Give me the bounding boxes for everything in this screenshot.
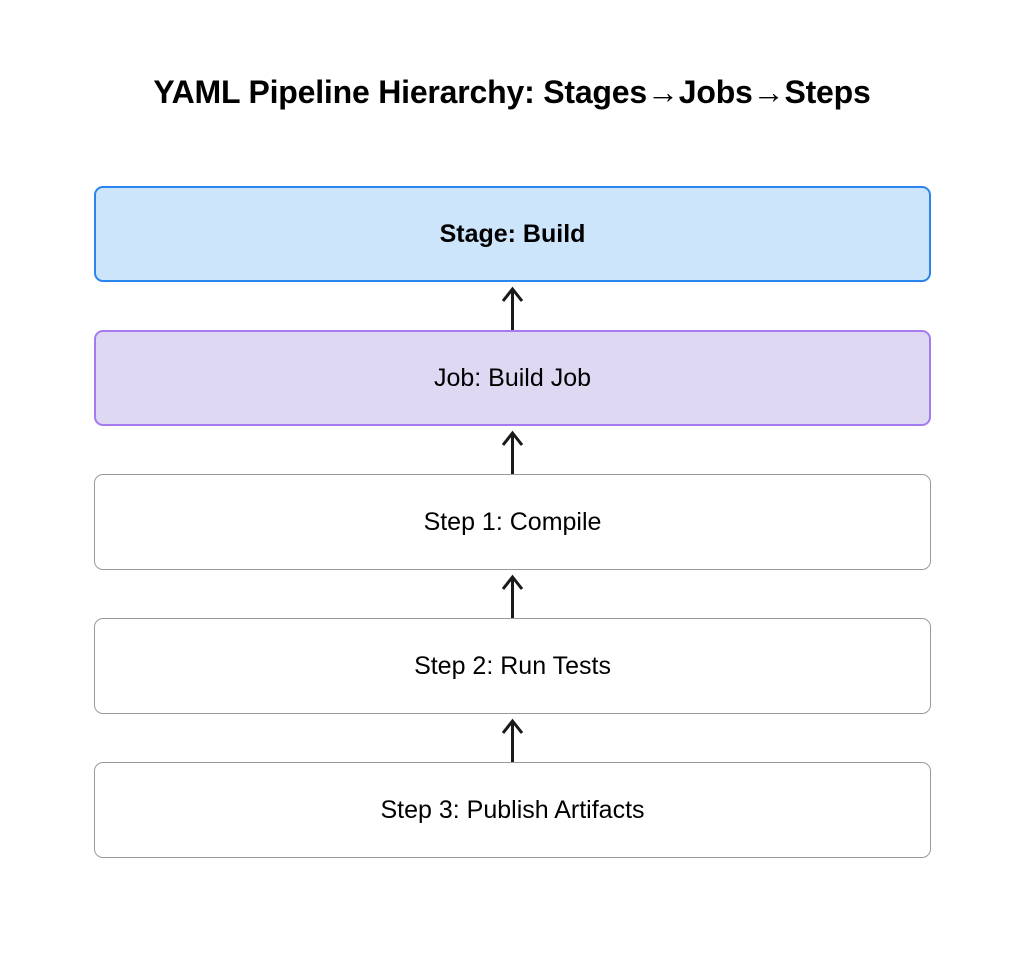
edge-job-to-stage	[94, 282, 931, 330]
node-step-3-publish-artifacts[interactable]: Step 3: Publish Artifacts	[94, 762, 931, 858]
node-step-2-run-tests[interactable]: Step 2: Run Tests	[94, 618, 931, 714]
pipeline-flow: Stage: Build Job: Build Job Step 1: Comp…	[94, 186, 931, 858]
edge-step3-to-step2	[94, 714, 931, 762]
node-label: Step 2: Run Tests	[414, 652, 611, 680]
node-label: Stage: Build	[439, 220, 586, 248]
page-title: YAML Pipeline Hierarchy: Stages→Jobs→Ste…	[153, 74, 871, 110]
edge-step1-to-job	[94, 426, 931, 474]
up-arrow-icon	[501, 430, 524, 474]
node-stage-build[interactable]: Stage: Build	[94, 186, 931, 282]
up-arrow-icon	[501, 718, 524, 762]
edge-step2-to-step1	[94, 570, 931, 618]
up-arrow-icon	[501, 286, 524, 330]
node-label: Job: Build Job	[433, 364, 592, 392]
node-job-build-job[interactable]: Job: Build Job	[94, 330, 931, 426]
node-label: Step 3: Publish Artifacts	[380, 796, 645, 824]
up-arrow-icon	[501, 574, 524, 618]
node-step-1-compile[interactable]: Step 1: Compile	[94, 474, 931, 570]
node-label: Step 1: Compile	[423, 508, 602, 536]
